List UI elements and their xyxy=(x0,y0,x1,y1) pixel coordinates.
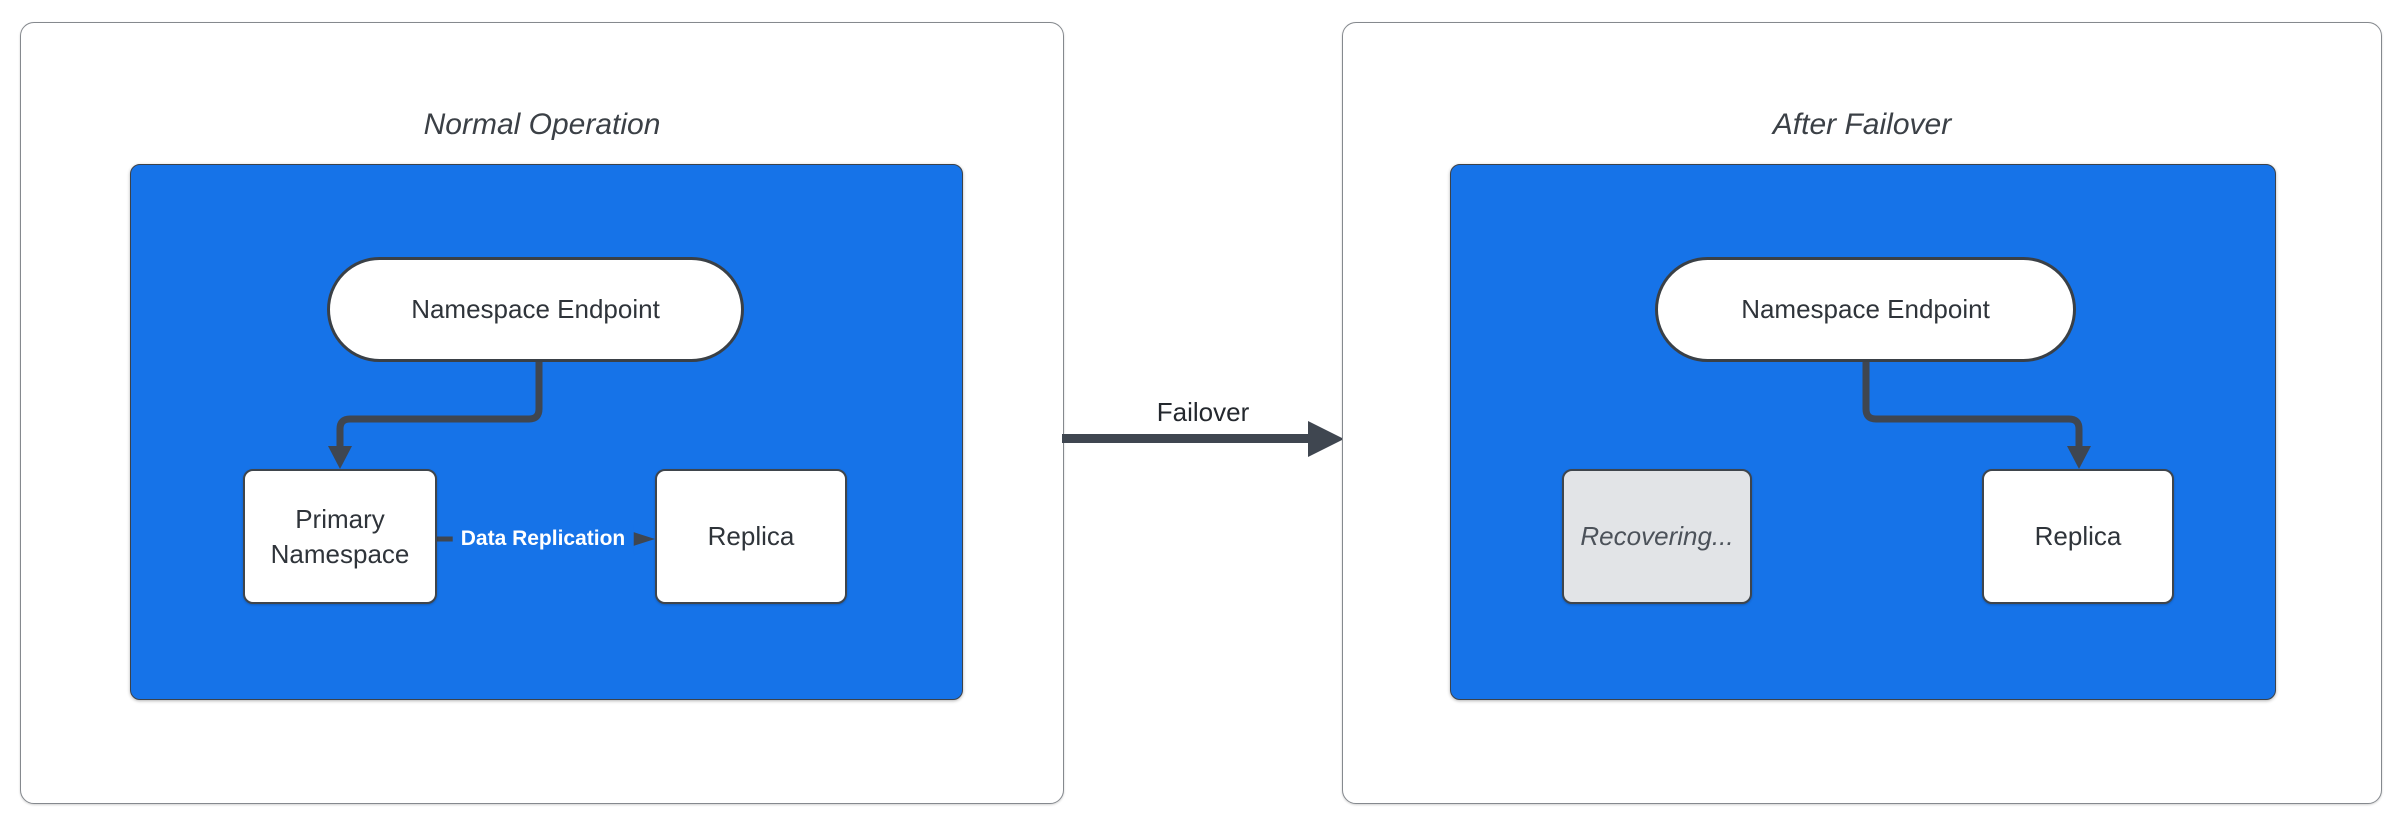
node-namespace-endpoint-failover: Namespace Endpoint xyxy=(1655,257,2076,362)
node-replica-failover: Replica xyxy=(1982,469,2174,604)
endpoint-to-primary-connector xyxy=(336,362,543,448)
failover-arrow-shaft xyxy=(1062,434,1312,443)
node-namespace-endpoint-normal: Namespace Endpoint xyxy=(327,257,744,362)
namespace-cluster-normal: Namespace Endpoint Primary Namespace Rep… xyxy=(130,164,963,700)
node-label: Namespace Endpoint xyxy=(411,294,660,324)
panel-title-after-failover: After Failover xyxy=(1772,108,1952,141)
connector-layer-failover xyxy=(1862,362,2091,469)
after-failover-panel: After Failover Namespace Endpoint Recove… xyxy=(1342,22,2382,804)
failover-transition-arrow: Failover xyxy=(1062,396,1344,468)
failover-arrowhead-right-icon xyxy=(1308,420,1344,457)
replication-arrowhead-right-icon xyxy=(627,530,655,548)
panel-title-normal-operation: Normal Operation xyxy=(423,108,661,141)
node-label: Recovering... xyxy=(1580,521,1734,551)
connector-arrowhead-down-icon xyxy=(2067,446,2091,469)
connector-arrowhead-down-icon xyxy=(328,446,352,469)
node-label: Primary Namespace xyxy=(270,503,410,569)
failover-arrow-label: Failover xyxy=(1156,397,1250,427)
endpoint-to-replica-connector xyxy=(1862,362,2083,448)
node-label: Namespace Endpoint xyxy=(1741,294,1990,324)
node-recovering: Recovering... xyxy=(1562,469,1752,604)
node-replica-normal: Replica xyxy=(655,469,847,604)
node-label: Replica xyxy=(707,521,795,551)
data-replication-arrow-label: Data Replication xyxy=(452,524,634,554)
connector-layer-normal xyxy=(328,362,655,548)
normal-operation-panel: Normal Operation Namespace Endpoint Prim… xyxy=(20,22,1064,804)
namespace-cluster-failover: Namespace Endpoint Recovering... Replica xyxy=(1450,164,2276,700)
node-label: Replica xyxy=(2034,521,2122,551)
node-primary-namespace: Primary Namespace xyxy=(243,469,437,604)
